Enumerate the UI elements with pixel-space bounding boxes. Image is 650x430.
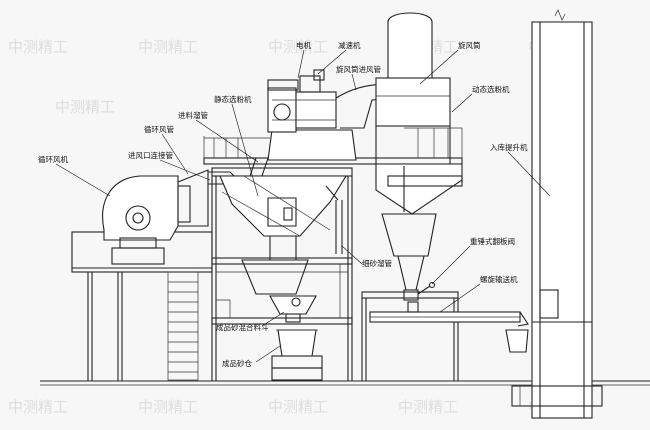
label-bucket-elevator: 入库提升机 (490, 142, 528, 152)
main-frame (211, 167, 353, 381)
dynamic-separator (267, 69, 357, 161)
mixing-hopper (269, 295, 317, 323)
label-screw-conveyor: 螺旋输送机 (480, 274, 518, 284)
label-circulating-fan: 循环风机 (38, 154, 68, 164)
watermark: 中测精工 (268, 38, 328, 56)
label-product-bin: 成品砂仓 (222, 358, 252, 368)
watermark: 中测精工 (8, 38, 68, 56)
label-reducer: 减速机 (338, 40, 361, 50)
watermark: 中测精工 (138, 398, 198, 416)
label-static-separator: 静态选粉机 (214, 94, 252, 104)
watermark: 中测精工 (268, 398, 328, 416)
label-mixing-hopper: 成品砂混合料斗 (216, 322, 269, 332)
static-separator (219, 157, 347, 295)
watermark: 中测精工 (138, 38, 198, 56)
label-inlet-connector: 进风口连接管 (128, 150, 173, 160)
bucket-elevator (511, 9, 603, 419)
cyclone-frame (361, 291, 459, 381)
flap-valve (403, 281, 436, 301)
fine-sand-chute (325, 185, 343, 254)
watermark: 中测精工 (8, 398, 68, 416)
labels: 电机 减速机 旋风筒进风管 旋风筒 动态选粉机 静态选粉机 进料溜管 循环风管 … (38, 40, 551, 368)
label-dynamic-separator: 动态选粉机 (472, 84, 510, 94)
upper-platform (203, 127, 463, 165)
circulating-fan (102, 175, 179, 265)
watermark: 中测精工 (398, 398, 458, 416)
label-motor: 电机 (296, 40, 311, 50)
stairs (168, 281, 198, 373)
screw-conveyor (369, 301, 529, 353)
label-cyclone-inlet-pipe: 旋风筒进风管 (336, 64, 381, 74)
watermark: 中测精工 (55, 98, 115, 116)
label-fine-sand-chute: 细砂溜管 (362, 258, 392, 268)
product-bin (271, 329, 323, 381)
cyclone (375, 12, 463, 291)
label-circulating-duct: 循环风管 (144, 124, 174, 134)
label-flap-valve: 重锤式翻板阀 (470, 236, 515, 246)
label-cyclone: 旋风筒 (458, 40, 481, 50)
label-feed-chute: 进料溜管 (178, 110, 208, 120)
fan-platform (71, 231, 213, 381)
